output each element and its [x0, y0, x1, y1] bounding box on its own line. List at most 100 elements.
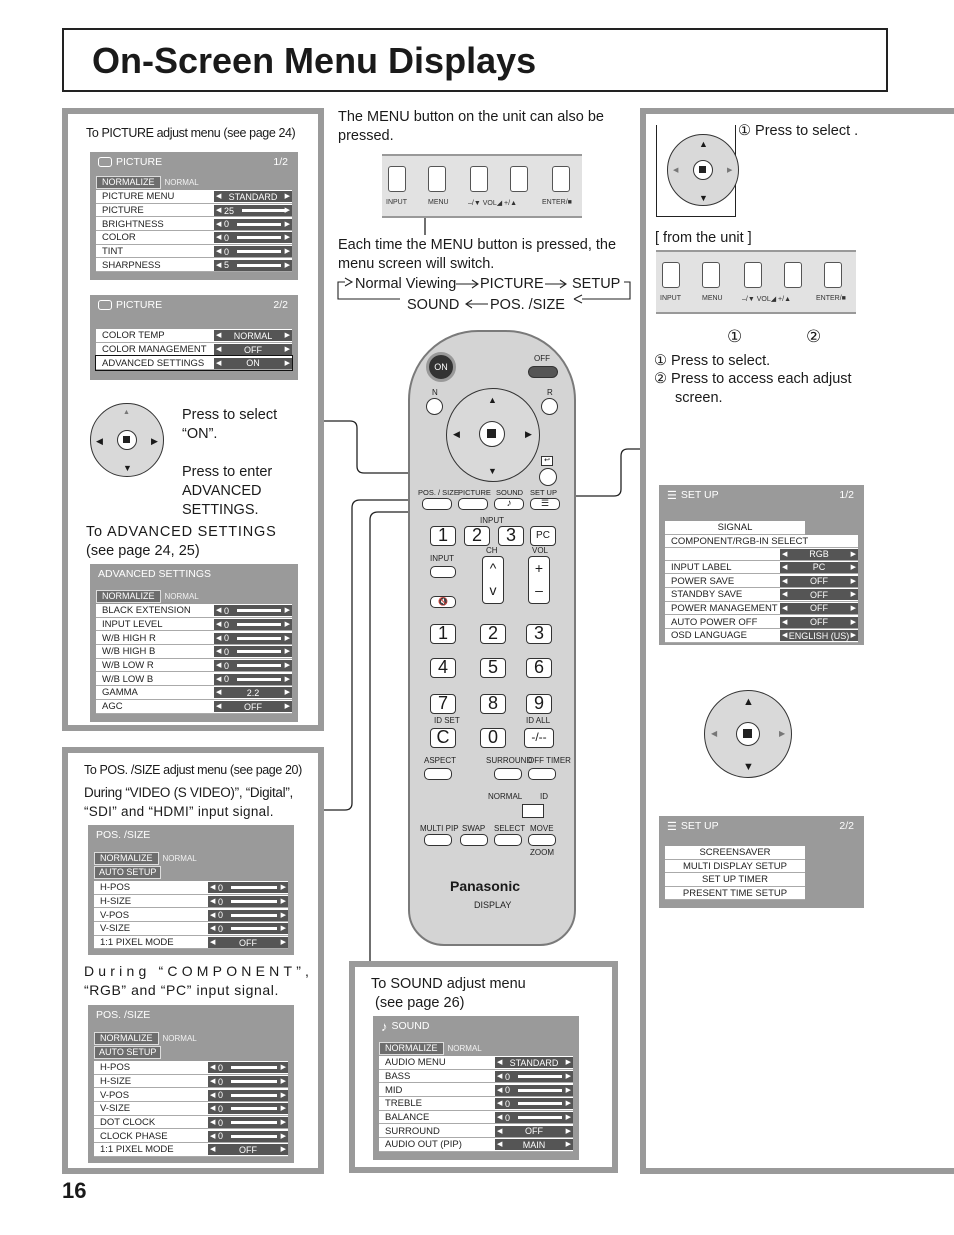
- num-9-button[interactable]: 9: [526, 694, 552, 714]
- slider-bar[interactable]: [231, 927, 278, 931]
- menu-row[interactable]: ADVANCED SETTINGS◀ON▶: [95, 355, 293, 372]
- possize-button[interactable]: [422, 498, 452, 510]
- menu-row[interactable]: SURROUND◀OFF▶: [379, 1124, 573, 1139]
- slider-bar[interactable]: [231, 1134, 278, 1138]
- remote-dpad[interactable]: ▲ ▼ ◀ ▶: [446, 388, 540, 482]
- setup-dpad-top[interactable]: ▲ ▼ ◀ ▶: [667, 134, 739, 206]
- unit-enter-key[interactable]: [552, 166, 570, 192]
- menu-row[interactable]: V-SIZE◀0▶: [94, 1102, 288, 1116]
- normalize-button[interactable]: NORMALIZE: [379, 1042, 444, 1055]
- move-button[interactable]: [528, 834, 556, 846]
- num-8-button[interactable]: 8: [480, 694, 506, 714]
- menu-row[interactable]: INPUT LABEL◀PC▶: [665, 560, 858, 575]
- normalize-button[interactable]: NORMALIZE: [96, 590, 161, 603]
- setup-submenu-item[interactable]: SCREENSAVER: [665, 846, 805, 860]
- slider-bar[interactable]: [237, 236, 282, 240]
- menu-row[interactable]: SHARPNESS◀5▶: [96, 258, 292, 273]
- menu-row[interactable]: V-SIZE◀0▶: [94, 922, 288, 936]
- menu-row[interactable]: BLACK EXTENSION◀0▶: [96, 604, 292, 618]
- slider-bar[interactable]: [518, 1075, 563, 1079]
- menu-row[interactable]: W/B LOW R◀0▶: [96, 658, 292, 673]
- dash-button[interactable]: -/--: [524, 728, 554, 748]
- num-2-button[interactable]: 2: [480, 624, 506, 644]
- setup-submenu-item[interactable]: SET UP TIMER: [665, 873, 805, 887]
- menu-row[interactable]: AGC◀OFF▶: [96, 699, 292, 714]
- menu-row[interactable]: TINT◀0▶: [96, 244, 292, 259]
- menu-row[interactable]: W/B HIGH B◀0▶: [96, 645, 292, 659]
- menu-row[interactable]: GAMMA◀2.2▶: [96, 686, 292, 700]
- menu-row[interactable]: 1:1 PIXEL MODE◀OFF▶: [94, 935, 288, 950]
- menu-row[interactable]: V-POS◀0▶: [94, 1088, 288, 1103]
- menu-row[interactable]: OSD LANGUAGE◀ENGLISH (US)▶: [665, 628, 858, 643]
- unit-vol-down-key[interactable]: [470, 166, 488, 192]
- vol-rocker[interactable]: +–: [528, 556, 550, 604]
- aspect-button[interactable]: [424, 768, 452, 780]
- picture-button[interactable]: [458, 498, 488, 510]
- menu-row[interactable]: 1:1 PIXEL MODE◀OFF▶: [94, 1143, 288, 1157]
- unit-vol-up-key[interactable]: [784, 262, 802, 288]
- slider-bar[interactable]: [231, 1066, 278, 1070]
- setup-submenu-item[interactable]: MULTI DISPLAY SETUP: [665, 859, 805, 873]
- surround-button[interactable]: [494, 768, 522, 780]
- slider-bar[interactable]: [231, 913, 278, 917]
- slider-bar[interactable]: [518, 1116, 563, 1120]
- menu-row[interactable]: CLOCK PHASE◀0▶: [94, 1129, 288, 1144]
- num-0-button[interactable]: 0: [480, 728, 506, 748]
- menu-row[interactable]: H-SIZE◀0▶: [94, 894, 288, 909]
- off-timer-button[interactable]: [528, 768, 556, 780]
- menu-row[interactable]: COLOR TEMP◀NORMAL▶: [96, 329, 292, 343]
- slider-bar[interactable]: [231, 1080, 278, 1084]
- slider-bar[interactable]: [237, 263, 282, 267]
- menu-row[interactable]: W/B HIGH R◀0▶: [96, 631, 292, 646]
- c-button[interactable]: C: [430, 728, 456, 748]
- menu-row[interactable]: W/B LOW B◀0▶: [96, 672, 292, 687]
- menu-row[interactable]: COLOR MANAGEMENT◀OFF▶: [96, 342, 292, 357]
- slider-bar[interactable]: [231, 1121, 278, 1125]
- menu-row[interactable]: AUTO POWER OFF◀OFF▶: [665, 615, 858, 629]
- pc-button[interactable]: PC: [530, 526, 556, 546]
- return-button[interactable]: [539, 468, 557, 486]
- slider-bar[interactable]: [518, 1088, 563, 1092]
- normalize-button[interactable]: NORMALIZE: [96, 176, 161, 189]
- comp-rgb-row[interactable]: COMPONENT/RGB-IN SELECT: [665, 534, 858, 548]
- auto-setup-button[interactable]: AUTO SETUP: [94, 1046, 162, 1059]
- slider-bar[interactable]: [237, 636, 282, 640]
- num-1-button[interactable]: 1: [430, 624, 456, 644]
- swap-button[interactable]: [460, 834, 488, 846]
- n-button[interactable]: [426, 398, 443, 415]
- unit-menu-key[interactable]: [702, 262, 720, 288]
- menu-row[interactable]: H-POS◀0▶: [94, 1061, 288, 1075]
- slider-bar[interactable]: [231, 1093, 278, 1097]
- menu-row[interactable]: BRIGHTNESS◀0▶: [96, 217, 292, 232]
- setup-submenu-item[interactable]: PRESENT TIME SETUP: [665, 886, 805, 900]
- menu-row[interactable]: AUDIO OUT (PIP)◀MAIN▶: [379, 1138, 573, 1152]
- slider-bar[interactable]: [231, 1107, 278, 1111]
- menu-row[interactable]: H-POS◀0▶: [94, 881, 288, 895]
- unit-vol-down-key[interactable]: [744, 262, 762, 288]
- menu-row[interactable]: INPUT LEVEL◀0▶: [96, 617, 292, 632]
- mute-button[interactable]: 🔇: [430, 596, 456, 608]
- signal-row[interactable]: SIGNAL: [665, 521, 805, 535]
- num-6-button[interactable]: 6: [526, 658, 552, 678]
- menu-row[interactable]: PICTURE◀25▶: [96, 203, 292, 218]
- num-7-button[interactable]: 7: [430, 694, 456, 714]
- setup-button[interactable]: ☰: [530, 498, 560, 510]
- slider-bar[interactable]: [242, 209, 287, 213]
- menu-row[interactable]: BASS◀0▶: [379, 1069, 573, 1084]
- sound-button[interactable]: ♪: [494, 498, 524, 510]
- input-3-button[interactable]: 3: [498, 526, 524, 546]
- menu-row[interactable]: MID◀0▶: [379, 1083, 573, 1098]
- menu-row[interactable]: BALANCE◀0▶: [379, 1110, 573, 1125]
- comp-rgb-value-row[interactable]: ◀RGB▶: [665, 547, 858, 561]
- menu-row[interactable]: PICTURE MENU◀STANDARD▶: [96, 190, 292, 204]
- r-button[interactable]: [541, 398, 558, 415]
- num-3-button[interactable]: 3: [526, 624, 552, 644]
- normalize-button[interactable]: NORMALIZE: [94, 1032, 159, 1045]
- slider-bar[interactable]: [237, 222, 282, 226]
- menu-row[interactable]: DOT CLOCK◀0▶: [94, 1115, 288, 1130]
- unit-enter-key[interactable]: [824, 262, 842, 288]
- multi-pip-button[interactable]: [424, 834, 452, 846]
- menu-row[interactable]: POWER SAVE◀OFF▶: [665, 574, 858, 588]
- ch-rocker[interactable]: ^v: [482, 556, 504, 604]
- select-button[interactable]: [494, 834, 522, 846]
